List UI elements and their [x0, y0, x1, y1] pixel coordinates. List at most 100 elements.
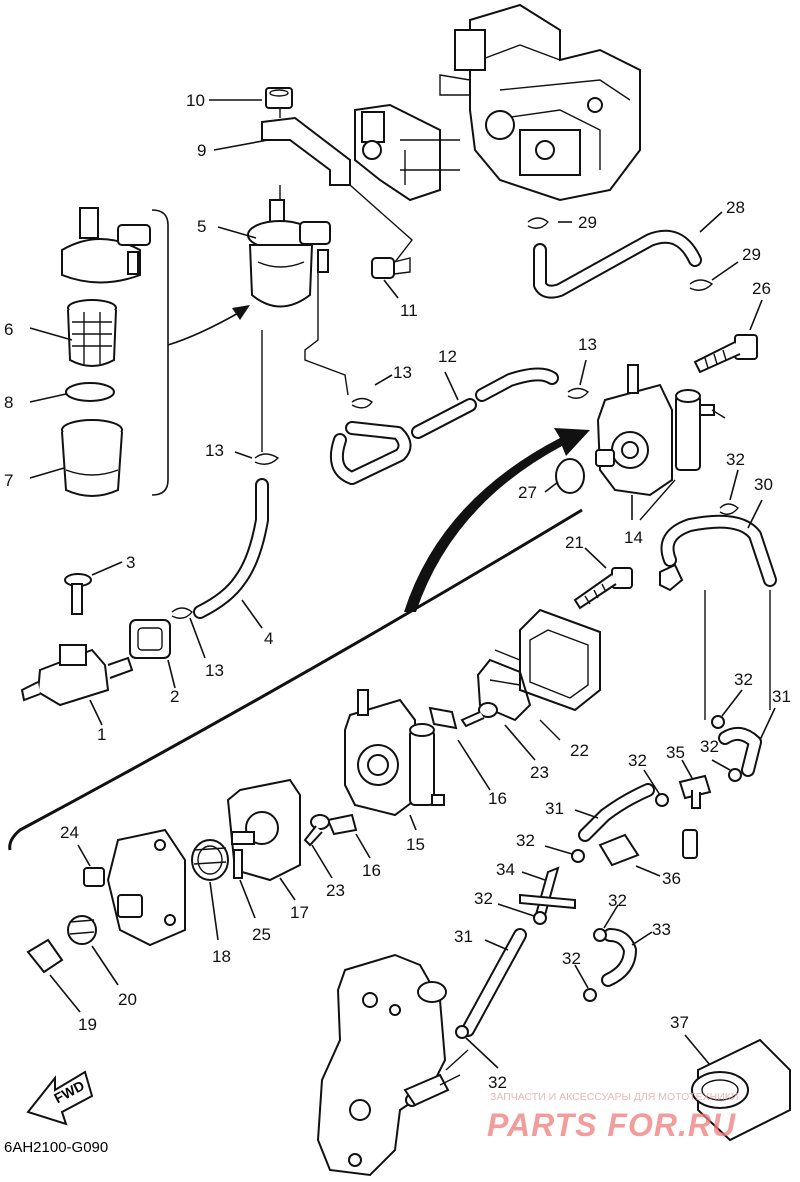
gasket-2: [129, 619, 176, 689]
callout-3: 3: [126, 553, 135, 572]
valve-16b: [326, 813, 358, 836]
callout-15: 15: [406, 835, 425, 854]
callout-29a: 29: [578, 213, 597, 232]
callout-24: 24: [60, 823, 79, 842]
callout-32b: 32: [734, 670, 753, 689]
callout-13c: 13: [205, 661, 224, 680]
filter-cap: [61, 207, 151, 284]
group-bracket: [151, 209, 169, 496]
clamps-32: [455, 689, 743, 1069]
nut-24: [77, 844, 105, 887]
o-ring-8: [65, 382, 115, 402]
callout-13d: 13: [578, 335, 597, 354]
watermark-logo: ЗАПЧАСТИ И АКСЕССУАРЫ ДЛЯ МОТОТЕХНИКИ PA…: [487, 1091, 738, 1143]
callout-32h: 32: [562, 949, 581, 968]
clamp-36: [598, 833, 661, 877]
callout-1: 1: [97, 725, 106, 744]
callout-19: 19: [78, 1015, 97, 1034]
pump-body-15: [344, 689, 445, 831]
fwd-arrow: FWD: [26, 1070, 94, 1126]
bolt-21: [573, 547, 633, 610]
joint-35: [678, 759, 712, 809]
callout-32c: 32: [628, 751, 647, 770]
callout-32e: 32: [516, 831, 535, 850]
filter-cup-7: [61, 419, 123, 497]
callout-27: 27: [518, 483, 537, 502]
callout-6: 6: [4, 320, 13, 339]
callout-16a: 16: [488, 789, 507, 808]
section-arrow: [404, 428, 590, 612]
fuel-joint-1: [20, 644, 134, 726]
diagram-code: 6AH2100-G090: [4, 1139, 108, 1156]
o-ring-27: [555, 458, 585, 494]
hose-12: [330, 367, 559, 485]
callout-9: 9: [197, 141, 206, 160]
callout-28: 28: [726, 198, 745, 217]
filter-element-6: [67, 299, 117, 367]
hose-31c: [461, 928, 527, 1037]
callout-32f: 32: [474, 889, 493, 908]
screw-11: [371, 257, 411, 279]
callout-34: 34: [496, 860, 515, 879]
callout-20: 20: [118, 990, 137, 1009]
joint-34: [519, 866, 576, 920]
callout-14: 14: [624, 528, 643, 547]
hose-31b: [574, 783, 655, 842]
group-arrow: [167, 311, 241, 346]
fuel-filter-5: [247, 199, 331, 308]
callout-25: 25: [252, 925, 271, 944]
valve-16a: [428, 706, 458, 730]
callout-23b: 23: [326, 881, 345, 900]
bracket-9: [261, 116, 351, 186]
callout-18: 18: [212, 947, 231, 966]
callout-13a: 13: [393, 363, 412, 382]
spring-20: [67, 915, 119, 986]
callout-16b: 16: [362, 861, 381, 880]
callout-36: 36: [662, 869, 681, 888]
gasket-22: [476, 608, 601, 741]
callout-26: 26: [752, 279, 771, 298]
callout-33: 33: [652, 920, 671, 939]
callout-11: 11: [400, 301, 418, 320]
callout-32i: 32: [488, 1073, 507, 1092]
callout-21: 21: [565, 533, 584, 552]
callout-13b: 13: [205, 441, 224, 460]
hose-31a: [718, 707, 776, 777]
callout-31b: 31: [545, 799, 564, 818]
callout-32a: 32: [726, 450, 745, 469]
hose-33: [601, 928, 653, 987]
callout-23a: 23: [530, 763, 549, 782]
plug-19: [26, 938, 81, 1013]
callout-37: 37: [670, 1013, 689, 1032]
hose-28: [527, 211, 739, 299]
screw-23b: [303, 814, 333, 879]
watermark-brand: PARTS FOR.RU: [487, 1107, 736, 1143]
callout-32d: 32: [700, 737, 719, 756]
diaphragm-17: [226, 778, 301, 919]
callout-8: 8: [4, 393, 13, 412]
hose-4: [171, 478, 269, 659]
callout-5: 5: [197, 217, 206, 236]
callout-29b: 29: [742, 245, 761, 264]
pump-cover: [106, 828, 186, 947]
callout-22: 22: [570, 741, 589, 760]
carburetor-assembly: [354, 3, 641, 202]
callout-32g: 32: [608, 891, 627, 910]
bolt-26: [693, 334, 758, 374]
lower-bracket-plate: [316, 953, 469, 1177]
hose-30: [659, 469, 777, 720]
watermark-tagline: ЗАПЧАСТИ И АКСЕССУАРЫ ДЛЯ МОТОТЕХНИКИ: [490, 1091, 738, 1103]
callout-4: 4: [264, 629, 273, 648]
callout-35: 35: [666, 743, 685, 762]
callout-2: 2: [170, 687, 179, 706]
clip-13: [234, 359, 590, 465]
fuel-pump-14: [544, 299, 763, 521]
callout-10: 10: [186, 91, 205, 110]
section-divider: [8, 508, 583, 851]
callout-31c: 31: [454, 927, 473, 946]
callout-12: 12: [438, 347, 457, 366]
callout-numbers: 1 2 3 4 5 6 7 8 9 10 11 12 13 13 13 13 1…: [4, 91, 791, 1092]
callout-30: 30: [754, 475, 773, 494]
nut-10: [265, 87, 293, 109]
